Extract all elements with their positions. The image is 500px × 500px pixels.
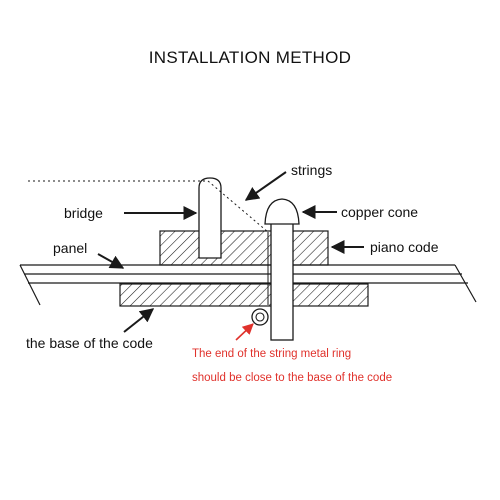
piano-code-block (159, 230, 329, 266)
base-of-code-arrow (123, 308, 155, 333)
strings-label: strings (291, 162, 332, 178)
copper-cone-label: copper cone (341, 204, 418, 220)
ring-note-arrow (235, 323, 254, 341)
code-base-block (119, 283, 369, 307)
strings-arrow (244, 171, 287, 201)
string-path (28, 180, 269, 305)
copper-cone (264, 198, 300, 341)
ring-note-line-1: The end of the string metal ring (192, 348, 351, 360)
piano-code-label: piano code (370, 239, 439, 255)
bridge-label: bridge (64, 205, 103, 221)
panel-label: panel (53, 240, 87, 256)
bridge-pin (198, 177, 222, 259)
panel-arrow (97, 253, 125, 269)
diagram-title: INSTALLATION METHOD (149, 48, 351, 67)
ring-note-line-2: should be close to the base of the code (192, 372, 392, 384)
base-of-code-label: the base of the code (26, 335, 153, 351)
string-metal-ring (251, 308, 269, 326)
